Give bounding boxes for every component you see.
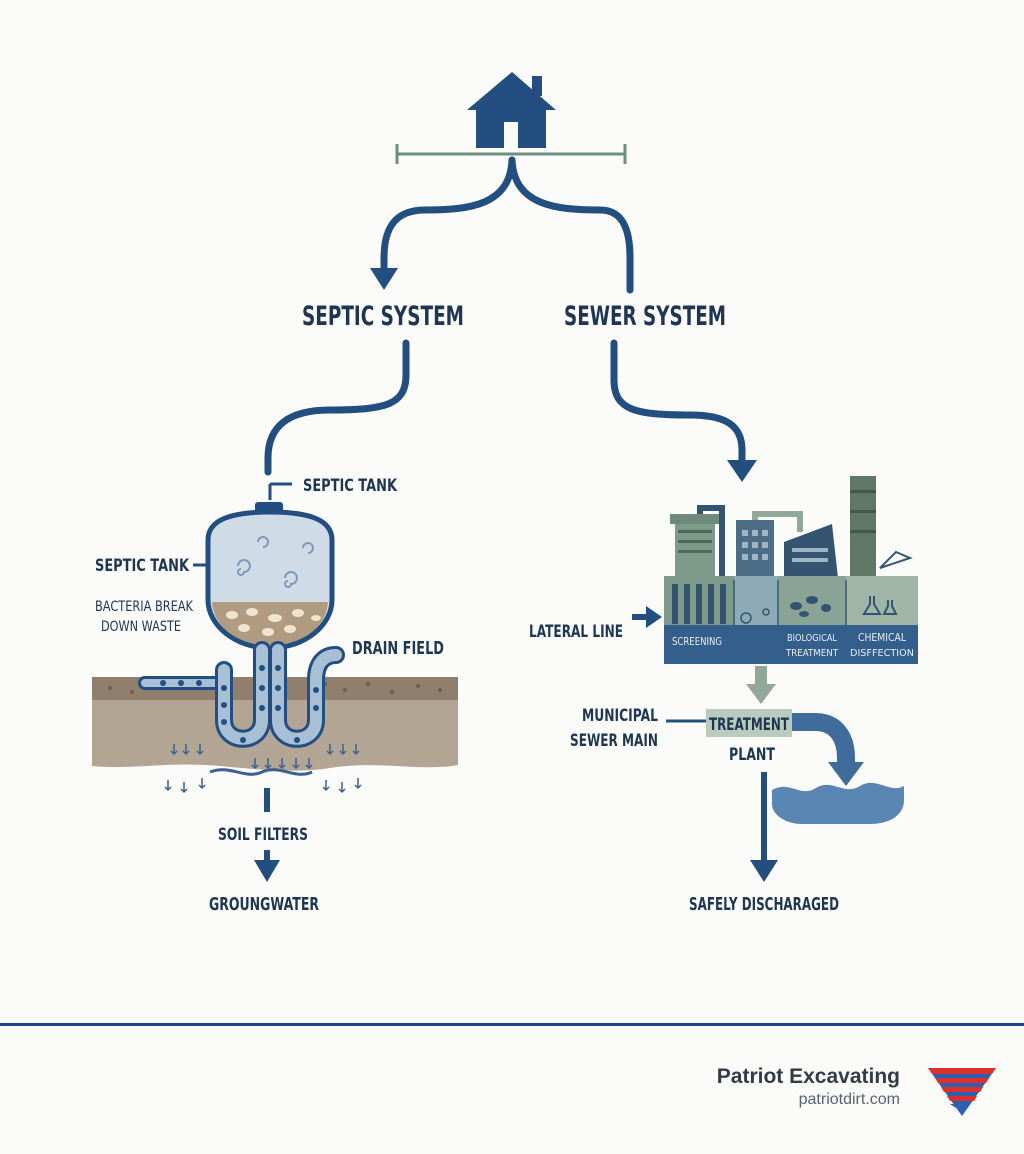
water-body [772,782,904,824]
percolation-arrows [164,744,362,794]
stage-screening: SCREENING [672,635,722,648]
septic-feed-pipe [264,339,410,476]
outfall-pipe [792,713,855,766]
soil-filters-label: SOIL FILTERS [218,825,308,845]
company-name: Patriot Excavating [716,1065,900,1088]
lateral-line-label: LATERAL LINE [529,622,623,642]
water-table-line [209,768,313,776]
treatment-line-1: TREATMENT [709,715,789,735]
septic-arrow-icon [370,268,398,290]
stage-bio-1: BIOLOGICAL [787,633,837,644]
company-url: patriotdirt.com [798,1091,900,1108]
stage-chem-1: CHEMICAL [858,631,907,644]
plant-connector [755,666,767,686]
treatment-line-2: PLANT [729,745,775,765]
drain-field-pipes [138,641,345,748]
stage-chem-2: DISFFECTION [850,648,914,659]
groundwater-arrow-icon [254,860,280,882]
pipe-to-sewer [508,156,634,294]
municipal-line-2: SEWER MAIN [570,731,658,751]
house-icon [467,72,556,148]
tank-top-label: SEPTIC TANK [303,476,398,496]
stage-bio-2: TREATMENT [785,648,839,659]
ground-level-line [395,144,627,164]
drain-field-label: DRAIN FIELD [352,638,444,659]
patriot-logo-icon [928,1068,996,1116]
sewer-feed-pipe [610,339,746,466]
outfall-arrow-icon [828,762,864,786]
tank-side-label: SEPTIC TANK [95,556,190,576]
sewer-arrow-icon [727,460,757,482]
septic-tank [205,502,335,651]
groundwater-label: GROUNGWATER [209,894,319,915]
plant-arrow-icon [746,684,776,704]
pipe-to-septic [380,156,516,280]
bacteria-line-2: DOWN WASTE [101,619,181,635]
septic-heading: SEPTIC SYSTEM [302,301,464,332]
lateral-arrow-icon [646,606,662,628]
factory-illustration [664,476,918,664]
footer-rule [0,1023,1024,1026]
discharge-arrow-icon [750,860,778,882]
treatment-plant-box [706,709,792,737]
brand-block: Patriot Excavating patriotdirt.com [650,1064,900,1110]
bacteria-line-1: BACTERIA BREAK [95,599,194,615]
safely-discharged-label: SAFELY DISCHARAGED [689,894,839,915]
municipal-line-1: MUNICIPAL [582,706,658,726]
sewer-heading: SEWER SYSTEM [564,301,726,332]
